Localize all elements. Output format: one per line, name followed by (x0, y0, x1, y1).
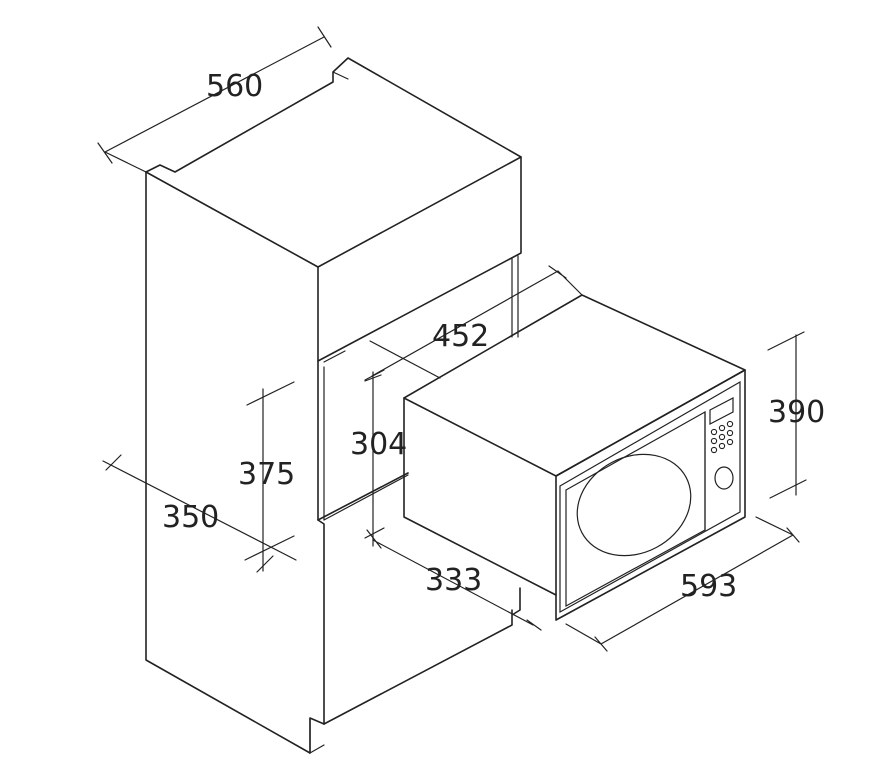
cabinet-top-notch (332, 71, 349, 80)
label-375: 375 (238, 457, 295, 492)
dimension-lines (97, 26, 807, 652)
keypad-button (726, 438, 734, 446)
label-560: 560 (206, 69, 263, 104)
label-333: 333 (425, 563, 482, 598)
keypad-button (718, 424, 726, 432)
label-593: 593 (680, 569, 737, 604)
display-screen (709, 397, 734, 425)
dimension-labels: 560 350 375 452 304 333 593 390 (162, 69, 825, 604)
dim-line-375 (244, 381, 295, 572)
microwave-front-frame (555, 369, 746, 621)
keypad-button (718, 442, 726, 450)
keypad-button (710, 437, 718, 445)
label-390: 390 (768, 395, 825, 430)
microwave-window (576, 453, 692, 557)
keypad-button (726, 420, 734, 428)
keypad-button (710, 428, 718, 436)
cabinet-top-rail (317, 156, 522, 362)
keypad-button (710, 446, 718, 454)
microwave-door-frame (559, 380, 741, 614)
control-knob (714, 466, 734, 490)
dim-line-350 (102, 454, 297, 573)
label-304: 304 (350, 427, 407, 462)
dim-line-333 (366, 529, 542, 631)
cabinet-plinth (309, 717, 325, 755)
label-452: 452 (432, 319, 489, 354)
cabinet-top (145, 57, 522, 268)
microwave-body-side (403, 397, 557, 596)
dim-line-304 (364, 369, 385, 547)
dim-line-560 (97, 26, 332, 173)
dim-line-593 (565, 516, 800, 652)
keypad (710, 420, 734, 454)
keypad-button (726, 429, 734, 437)
opening-shelf (323, 340, 441, 521)
cabinet-lower-front (317, 472, 521, 725)
label-350: 350 (162, 500, 219, 535)
cabinet-front-post (317, 360, 325, 725)
cabinet (145, 57, 522, 755)
keypad-button (718, 433, 726, 441)
microwave (403, 294, 746, 621)
cabinet-left-side (145, 171, 325, 754)
dim-line-390 (767, 331, 807, 499)
